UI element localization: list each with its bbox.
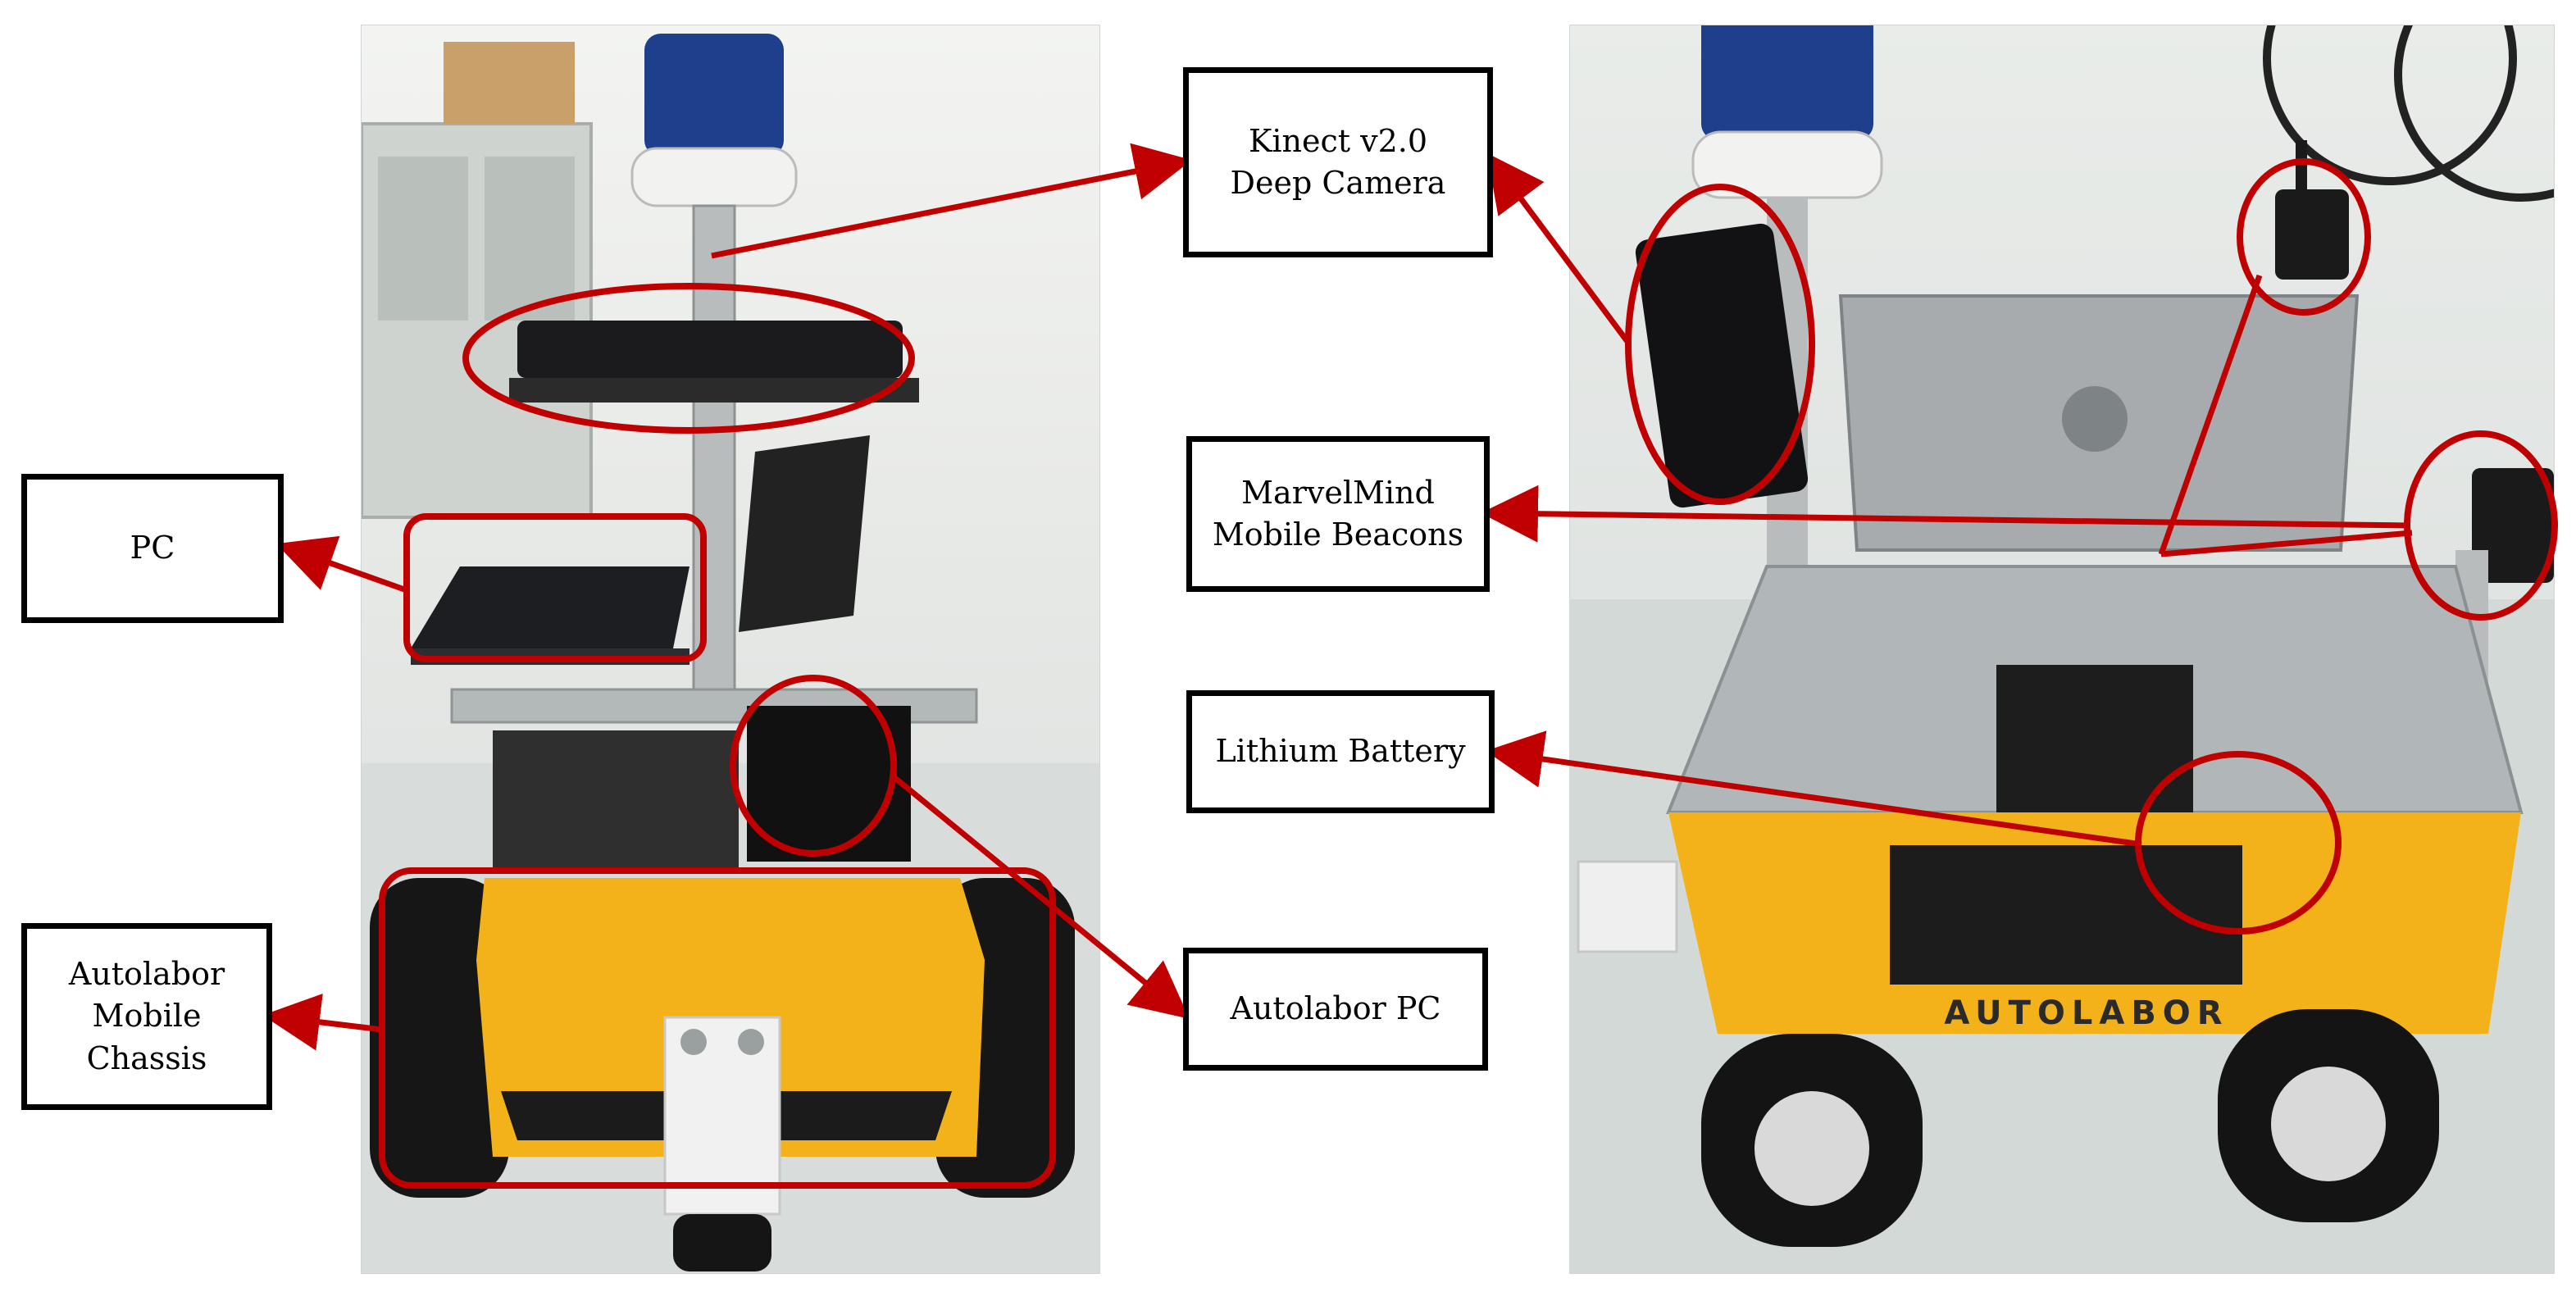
marvelmind-branch-top (2158, 274, 2263, 556)
beacon-right (2472, 468, 2554, 583)
mount-plate (1996, 665, 2193, 829)
robot-angled-photo: AUTOLABOR (1569, 25, 2555, 1274)
autolabor-pc-arrow (890, 773, 1190, 1019)
kinect-mount (509, 378, 919, 403)
laptop (411, 566, 690, 648)
label-pc: PC (21, 474, 284, 623)
chassis-highlight-rect (379, 867, 1056, 1189)
cabinet-glass (378, 157, 468, 321)
beacon-right-highlight-ellipse (2404, 430, 2558, 621)
label-lithium-battery: Lithium Battery (1186, 690, 1495, 813)
robot-angled-illustration: AUTOLABOR (1570, 25, 2554, 1273)
kinect-arrow-right (1486, 152, 1631, 345)
kinect-camera (1635, 223, 1809, 508)
sensor (680, 1029, 707, 1055)
beacon-top-highlight-ellipse (2237, 158, 2371, 316)
label-autolabor-pc: Autolabor PC (1183, 948, 1488, 1071)
kinect-camera (517, 321, 903, 378)
label-kinect-text: Kinect v2.0 Deep Camera (1230, 122, 1446, 201)
label-autolabor-mobile-chassis: Autolabor Mobile Chassis (21, 923, 272, 1110)
lidar (644, 34, 784, 157)
lidar (1701, 25, 1873, 140)
marvelmind-branch-right (2160, 530, 2413, 557)
laptop-logo (2062, 386, 2128, 452)
beacon-antenna (2296, 140, 2307, 198)
label-autolabor-pc-text: Autolabor PC (1230, 990, 1441, 1027)
cabinet-glass (485, 157, 575, 321)
battery-highlight-ellipse (2135, 751, 2342, 935)
side-bracket (1577, 860, 1678, 953)
autolabor-pc-highlight-ellipse (730, 675, 897, 857)
label-pc-text: PC (130, 530, 175, 566)
hub (1755, 1091, 1869, 1206)
beacon-top (2275, 189, 2349, 280)
caster (673, 1214, 771, 1271)
hub (2271, 1067, 2386, 1181)
sensor (738, 1029, 764, 1055)
wheel-left (370, 878, 509, 1198)
label-chassis-text: Autolabor Mobile Chassis (68, 956, 225, 1076)
pc-arrow (275, 535, 408, 594)
marvelmind-arrow (1481, 484, 2408, 543)
chassis-arrow (262, 993, 383, 1051)
bicycle-wheel (2263, 25, 2517, 185)
box (444, 42, 575, 124)
autolabor-pc-unit (747, 706, 911, 862)
kinect-arrow-left (711, 143, 1192, 259)
bicycle-wheel (2394, 25, 2554, 202)
internals (493, 730, 739, 870)
tablet (739, 435, 870, 632)
chassis-brand-text: AUTOLABOR (1944, 994, 2228, 1032)
label-battery-text: Lithium Battery (1215, 733, 1466, 770)
kinect-highlight-ellipse (462, 283, 915, 434)
pc-highlight-rect (403, 513, 707, 662)
kinect-highlight-ellipse-right (1625, 184, 1815, 505)
label-kinect-camera: Kinect v2.0 Deep Camera (1183, 67, 1493, 257)
battery-arrow (1486, 730, 2142, 848)
label-marvelmind-beacons: MarvelMind Mobile Beacons (1186, 436, 1490, 592)
label-marvelmind-text: MarvelMind Mobile Beacons (1212, 474, 1464, 553)
